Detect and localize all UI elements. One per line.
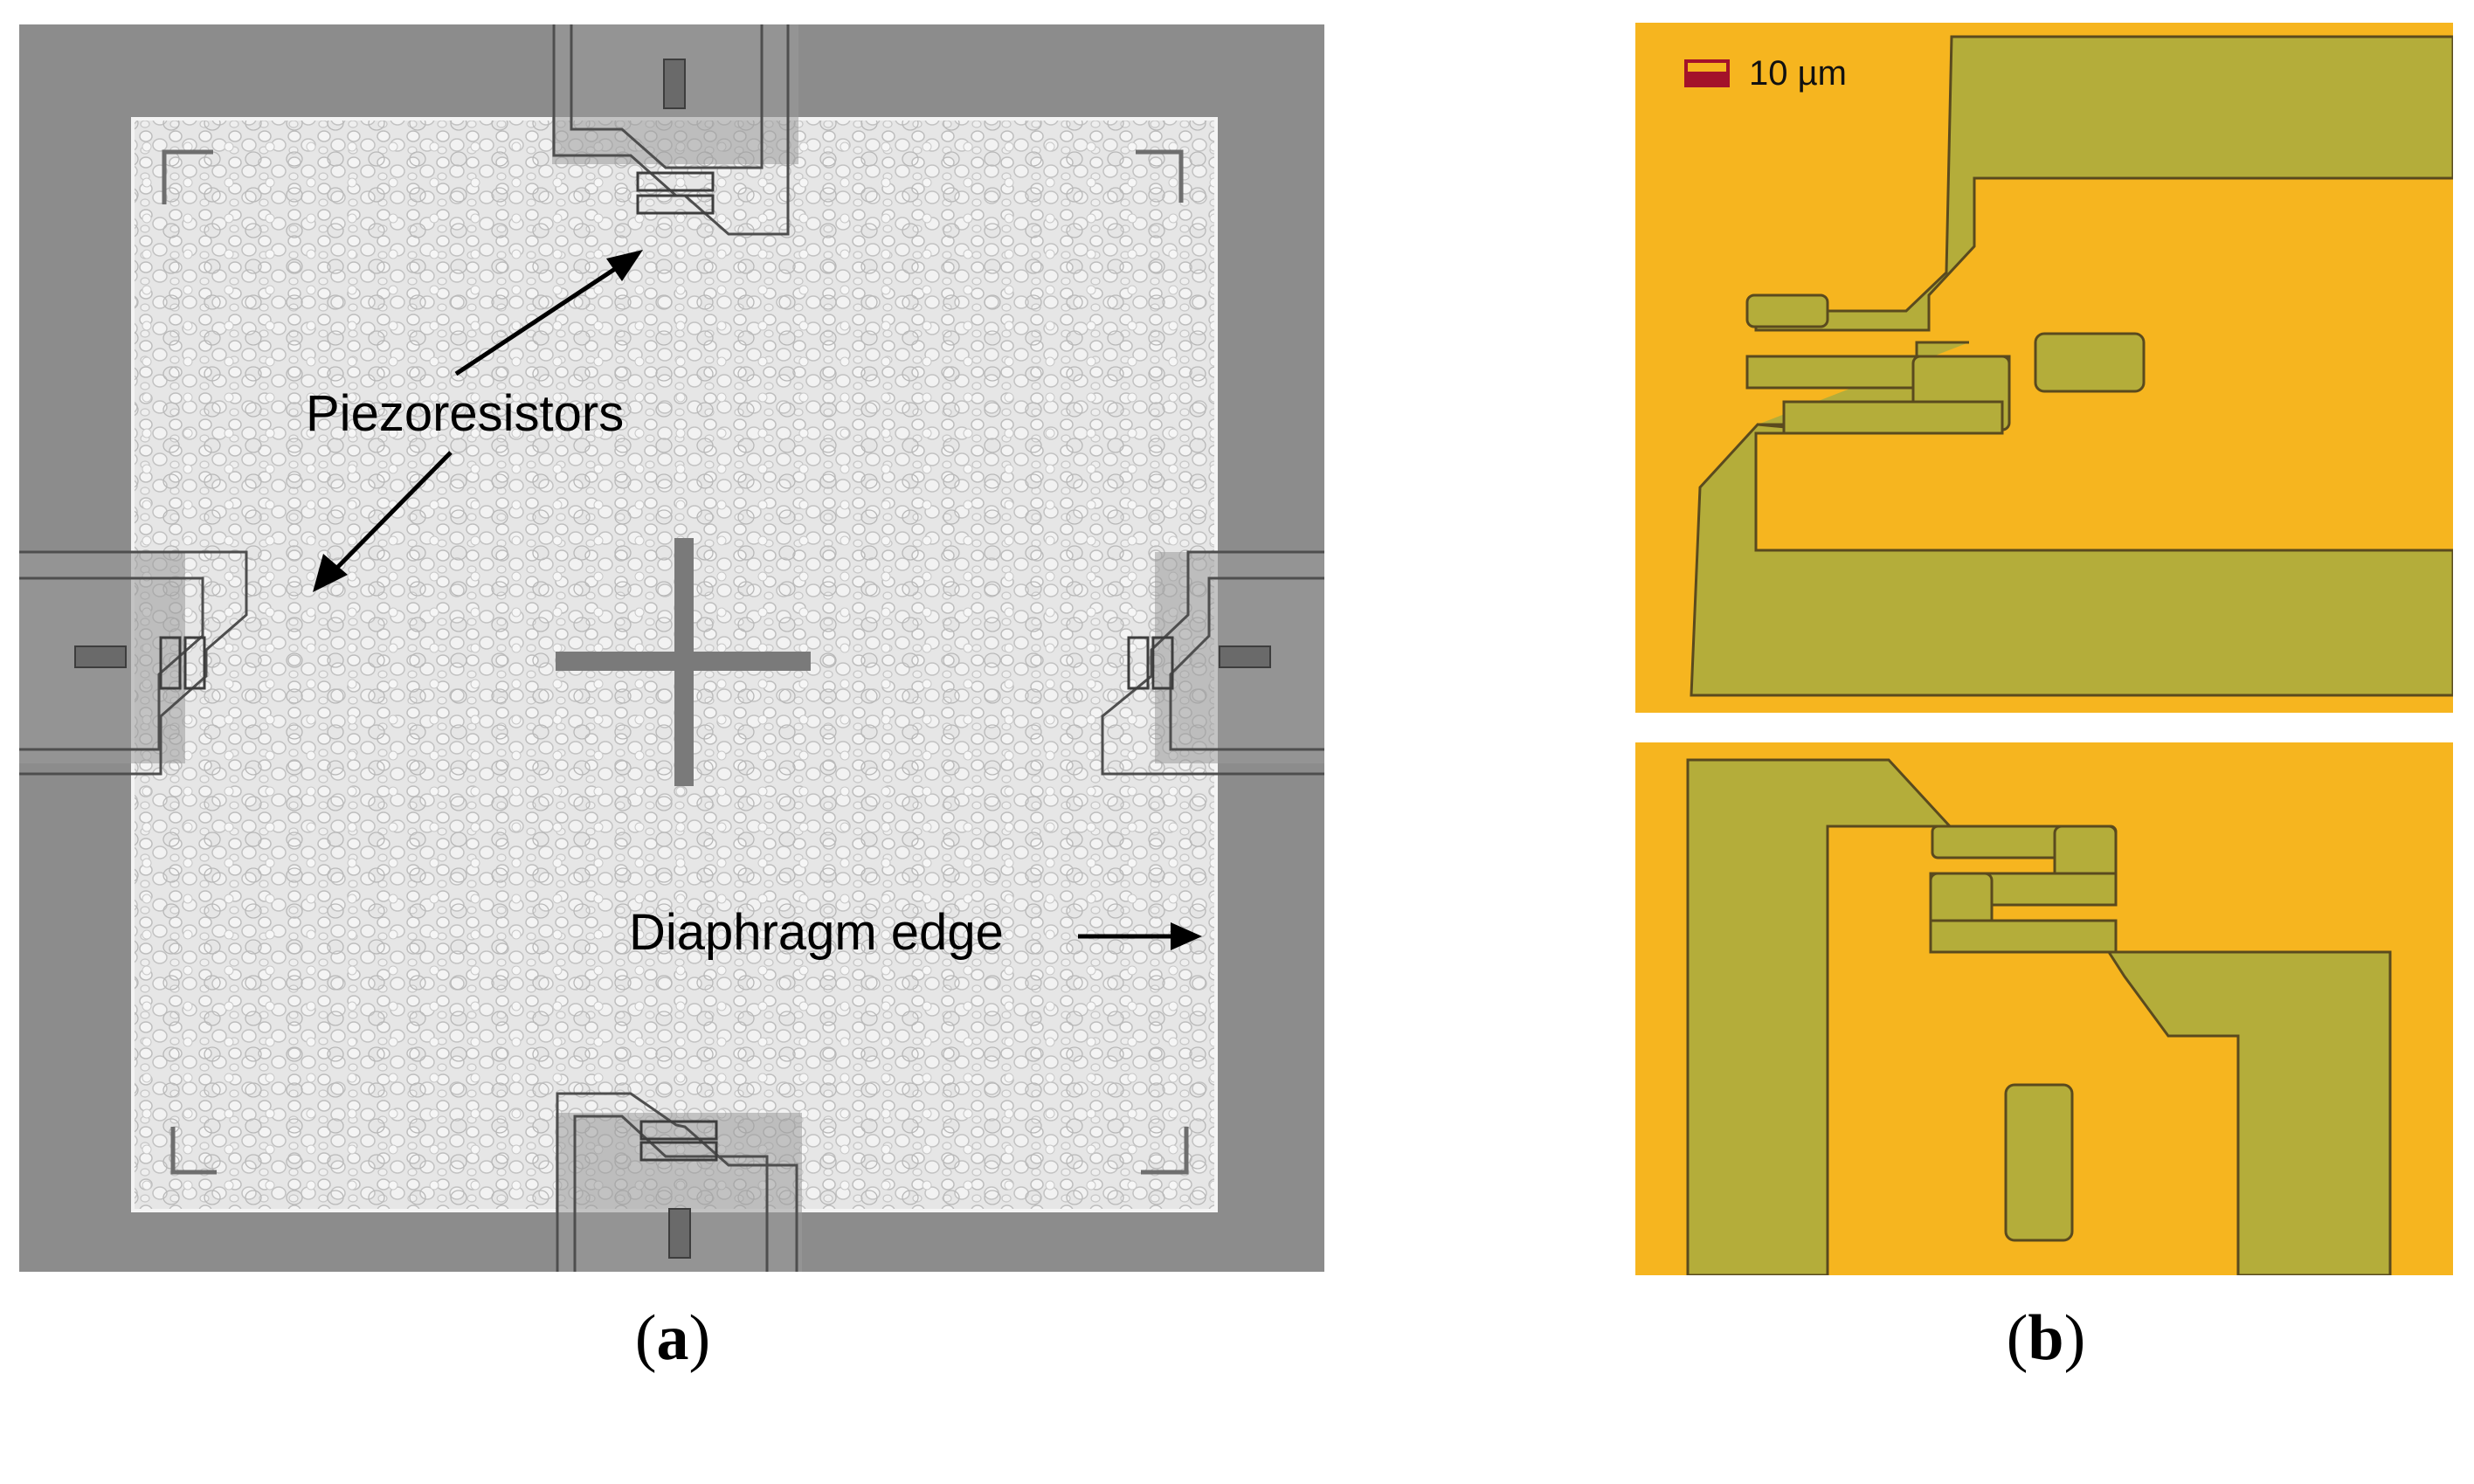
right-piezoresistor [1101,550,1324,776]
diaphragm-edge-label: Diaphragm edge [629,904,1004,961]
left-piezoresistor [19,550,248,776]
olive-trace-top [1754,35,2453,332]
scale-bar [1684,59,1730,87]
caption-b: (b) [1932,1301,2160,1376]
panel-b-top-micrograph: 10 µm [1635,23,2453,713]
bottom-piezoresistor [556,1092,802,1272]
caption-b-letter: b [2028,1302,2064,1374]
gold-resistor-image-top [1635,23,2453,713]
annotation-arrows [313,250,1202,950]
panel-b-bottom-micrograph [1635,742,2453,1275]
gold-resistor-image-bottom [1635,742,2453,1275]
olive-trace-right [2106,950,2392,1275]
piezoresistors-label: Piezoresistors [306,385,625,442]
caption-a: (a) [559,1301,786,1376]
caption-b-open: ( [2006,1302,2028,1374]
resistor-meander-bottom [1929,825,2118,954]
caption-b-close: ) [2063,1302,2086,1374]
resistor-meander-top [1745,293,2011,435]
center-cross-mark [556,538,811,786]
caption-a-close: ) [688,1302,711,1374]
caption-a-open: ( [634,1302,657,1374]
top-piezoresistor [552,24,798,236]
panel-a-micrograph: Piezoresistors Diaphragm edge [19,24,1324,1272]
scale-bar-label: 10 µm [1749,54,1847,93]
olive-trace-left [1686,758,1953,1275]
corner-marks [162,149,1189,1175]
contact-window-bottom [2004,1083,2074,1242]
diaphragm-micrograph-image [19,24,1324,1272]
contact-window-top [2034,332,2146,393]
caption-a-letter: a [656,1302,689,1374]
